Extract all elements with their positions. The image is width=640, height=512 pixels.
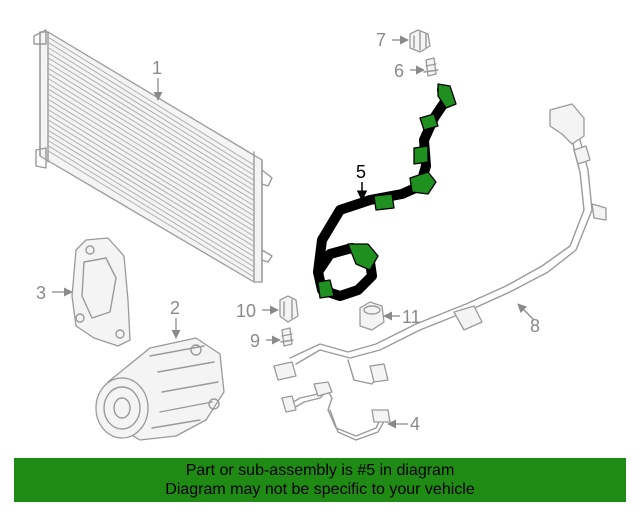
condenser-fin <box>47 47 255 176</box>
callout-2[interactable]: 2 <box>170 298 180 318</box>
callout-5[interactable]: 5 <box>356 162 366 182</box>
condenser-fin <box>47 62 255 191</box>
condenser-fin <box>47 67 255 197</box>
callout-6[interactable]: 6 <box>394 61 404 81</box>
condenser-fin <box>47 93 255 222</box>
condenser-fin <box>47 52 255 181</box>
callout-11[interactable]: 11 <box>402 307 421 327</box>
compressor-part[interactable] <box>95 337 225 441</box>
callout-8[interactable]: 8 <box>530 316 540 336</box>
callout-4[interactable]: 4 <box>410 414 420 434</box>
condenser-fin <box>47 124 255 252</box>
condenser-fin <box>47 98 255 227</box>
condenser-fin <box>47 83 255 212</box>
condenser-fin <box>47 41 255 171</box>
condenser-fin <box>47 88 255 217</box>
callout-1[interactable]: 1 <box>152 58 162 78</box>
callout-10[interactable]: 10 <box>236 301 256 321</box>
banner-line-disclaimer: Diagram may not be specific to your vehi… <box>165 481 475 498</box>
condenser-fin <box>47 129 255 258</box>
condenser-fin <box>47 78 255 207</box>
condenser-fin <box>47 72 255 202</box>
leader-8 <box>517 303 535 321</box>
bracket-part[interactable] <box>71 237 131 347</box>
condenser-fin <box>47 57 255 186</box>
callout-7[interactable]: 7 <box>376 30 386 50</box>
condenser-fin <box>47 145 255 273</box>
condenser-part[interactable] <box>33 29 273 283</box>
parts-diagram: 1 2 3 4 5 6 7 8 9 10 11 <box>33 29 607 441</box>
valve-core-part[interactable] <box>423 57 439 77</box>
suction-line-part[interactable] <box>273 103 607 385</box>
condenser-fin <box>47 119 255 247</box>
condenser-fin <box>47 109 255 237</box>
callout-9[interactable]: 9 <box>250 331 260 351</box>
condenser-fin <box>47 140 255 268</box>
callout-3[interactable]: 3 <box>36 283 46 303</box>
cap-part-10[interactable] <box>279 295 299 323</box>
condenser-fin <box>47 134 255 263</box>
fitting-part[interactable] <box>359 301 385 331</box>
info-banner: Part or sub-assembly is #5 in diagram Di… <box>14 458 626 502</box>
condenser-fin <box>47 150 255 278</box>
banner-line-part: Part or sub-assembly is #5 in diagram <box>185 462 455 479</box>
condenser-fin <box>47 114 255 242</box>
condenser-fin <box>47 36 255 166</box>
discharge-hose-part[interactable] <box>313 83 457 301</box>
condenser-fin <box>47 103 255 232</box>
cap-part[interactable] <box>409 29 431 53</box>
valve-core-part-9[interactable] <box>280 327 294 347</box>
liquid-line-part[interactable] <box>281 381 391 441</box>
